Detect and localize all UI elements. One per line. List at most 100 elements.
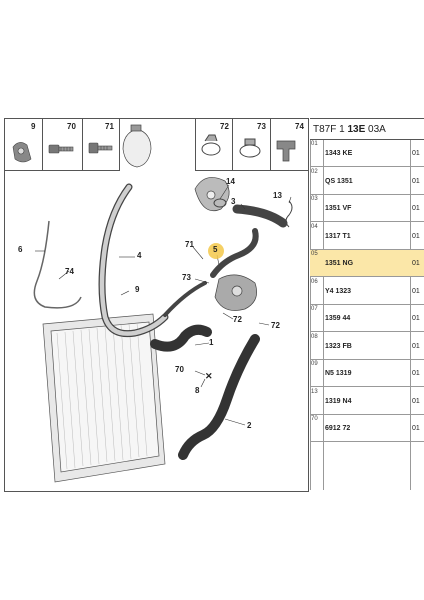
screw-marker-icon: ✕ (205, 371, 213, 381)
table-row[interactable]: 09 N5 1319 01 (310, 360, 424, 387)
table-header: T87F 1 13E 03A (310, 118, 424, 140)
row-index: 03 (311, 196, 318, 202)
bracket-74-icon (276, 140, 296, 162)
diagram-drawing (12, 124, 296, 483)
table-divider (410, 140, 411, 490)
part-reference: 1343 KE (325, 150, 353, 157)
callout-1[interactable]: 1 (209, 338, 214, 347)
clip-13-icon (285, 200, 293, 228)
expansion-tank-icon (122, 124, 152, 168)
part-reference: 1351 NG (325, 260, 354, 267)
callout-74[interactable]: 74 (65, 267, 74, 276)
inset-71: 71 (83, 119, 120, 171)
inset-label: 72 (220, 122, 229, 131)
table-row[interactable]: 70 6912 72 01 (310, 415, 424, 442)
inset-9: 9 (5, 119, 43, 171)
callout-72-b[interactable]: 72 (271, 321, 280, 330)
part-reference: 6912 72 (325, 425, 351, 432)
table-row[interactable]: 05 1351 NG 01 (310, 250, 424, 277)
part-reference: 1317 T1 (325, 232, 351, 240)
callout-73[interactable]: 73 (182, 273, 191, 282)
row-index: 01 (311, 141, 318, 147)
inset-label: 74 (295, 122, 304, 131)
header-code-b: 1 (339, 124, 345, 135)
selected-part-highlight (208, 243, 224, 259)
callout-72-a[interactable]: 72 (233, 315, 242, 324)
part-quantity: 01 (412, 315, 420, 322)
callout-14[interactable]: 14 (226, 177, 235, 186)
part-reference: N5 1319 (325, 370, 352, 377)
hose-4-inner-icon (99, 184, 168, 336)
callout-13[interactable]: 13 (273, 191, 282, 200)
part-quantity: 01 (412, 342, 420, 350)
hose-4-icon (98, 183, 169, 338)
part-quantity: 01 (412, 397, 420, 405)
callout-8[interactable]: 8 (195, 386, 200, 395)
table-row[interactable]: 08 1323 FB 01 (310, 333, 424, 360)
inset-73: 73 (233, 119, 271, 171)
row-index: 13 (311, 388, 318, 395)
callout-6[interactable]: 6 (18, 245, 23, 254)
part-reference: 1351 VF (325, 205, 352, 212)
part-reference: 1319 N4 (325, 397, 352, 405)
row-index: 70 (311, 416, 318, 422)
table-row[interactable]: 04 1317 T1 01 (310, 223, 424, 250)
part-reference: Y4 1323 (325, 287, 352, 295)
part-reference: 1323 FB (325, 342, 352, 350)
table-divider (323, 140, 324, 490)
callout-4[interactable]: 4 (137, 251, 142, 260)
row-index: 05 (311, 251, 318, 257)
inset-label: 73 (257, 122, 266, 131)
inset-row: 9 70 71 72 73 74 (5, 119, 308, 171)
bolt-part-71-icon (88, 142, 113, 154)
header-code-a: T87F (313, 124, 337, 135)
row-index: 07 (311, 306, 318, 312)
part-quantity: 01 (412, 425, 420, 432)
part-quantity: 01 (412, 232, 420, 240)
callout-70[interactable]: 70 (175, 365, 184, 374)
hose-clamp-73-icon (239, 138, 261, 158)
inset-74: 74 (271, 119, 308, 171)
row-index: 04 (311, 223, 318, 230)
hose-1-icon (150, 324, 212, 352)
thermostat-housing-icon (194, 177, 230, 212)
clip-part-9-icon (12, 142, 32, 163)
inset-70: 70 (43, 119, 83, 171)
hose-clamp-72-icon (201, 134, 221, 156)
callout-71[interactable]: 71 (185, 240, 194, 249)
part-quantity: 01 (412, 205, 420, 212)
table-row[interactable]: 07 1359 44 01 (310, 305, 424, 332)
table-row[interactable]: 13 1319 N4 01 (310, 388, 424, 415)
part-quantity: 01 (412, 370, 420, 377)
table-row[interactable]: 06 Y4 1323 01 (310, 278, 424, 305)
water-pump-icon (214, 274, 257, 311)
part-reference: 1359 44 (325, 315, 351, 322)
cooling-system-diagram: 9 70 71 72 73 74 (4, 118, 309, 492)
part-quantity: 01 (412, 177, 420, 185)
inset-label: 70 (67, 122, 76, 131)
callout-5[interactable]: 5 (213, 245, 218, 254)
callout-2[interactable]: 2 (247, 421, 252, 430)
hose-3-icon (232, 204, 288, 228)
row-index: 06 (311, 278, 318, 285)
table-divider (310, 140, 311, 490)
part-quantity: 01 (412, 287, 420, 295)
hose-6-icon (33, 220, 82, 309)
inset-label: 9 (31, 122, 36, 131)
row-index: 02 (311, 168, 318, 175)
row-index: 09 (311, 361, 318, 367)
part-quantity: 01 (412, 260, 420, 267)
callout-9[interactable]: 9 (135, 285, 140, 294)
table-row[interactable]: 03 1351 VF 01 (310, 195, 424, 222)
callout-3[interactable]: 3 (231, 197, 236, 206)
bolt-part-70-icon (48, 144, 74, 154)
inset-72: 72 (195, 119, 233, 171)
hose-9-icon (163, 281, 207, 317)
inset-label: 71 (105, 122, 114, 131)
row-index: 08 (311, 333, 318, 340)
radiator-icon (42, 313, 166, 483)
header-code-c: 13E (347, 124, 366, 135)
